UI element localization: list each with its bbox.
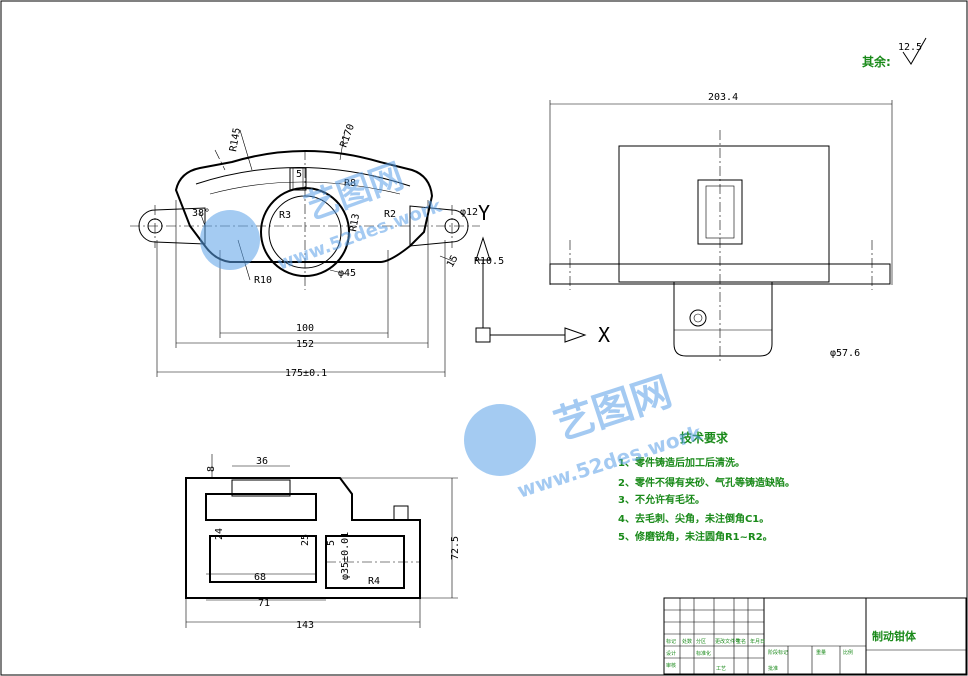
dim-5: 5 <box>296 169 302 180</box>
dim-100: 100 <box>296 323 314 334</box>
front-view: 100 152 175±0.1 φ45 38° R170 R145 R8 R3 … <box>130 123 504 379</box>
dim-r4: R4 <box>368 576 380 587</box>
dim-r13: R13 <box>348 213 362 233</box>
tb-cell-6: 工艺 <box>716 666 726 672</box>
tb-label-5: 年月日 <box>750 638 765 645</box>
dim-175: 175±0.1 <box>285 368 327 379</box>
tb-cell-4: 比例 <box>843 649 853 656</box>
dim-r170: R170 <box>338 123 357 149</box>
tb-label-1: 处数 <box>682 638 692 645</box>
dim-bore-45: φ45 <box>338 268 356 279</box>
dim-r10-5: R10.5 <box>474 256 504 267</box>
dim-8: 8 <box>206 466 217 472</box>
tb-label-0: 标记 <box>666 638 676 645</box>
caliper-inner-line <box>209 181 401 195</box>
top-cylinder <box>673 282 773 357</box>
tb-cell-3: 重量 <box>816 649 826 656</box>
coordinate-axes: X Y <box>475 201 610 347</box>
dim-68: 68 <box>254 572 266 583</box>
tech-item-1: 1、零件铸造后加工后清洗。 <box>618 456 745 469</box>
section-nipple <box>393 505 409 521</box>
bleed-nipple <box>289 167 307 191</box>
section-view: 36 8 24 5 25 68 71 143 72.5 φ35±0.01 R4 <box>185 454 461 631</box>
surface-finish-value: 12.5 <box>898 42 922 53</box>
dim-r145: R145 <box>228 127 243 153</box>
tech-item-3: 3、不允许有毛坯。 <box>618 493 705 506</box>
surface-finish-label: 其余: <box>862 54 891 69</box>
tb-label-4: 签名 <box>736 638 746 645</box>
dim-25: 25 <box>300 534 311 546</box>
dim-203: 203.4 <box>708 92 738 103</box>
title-block: 标记 处数 分区 更改文件号 签名 年月日 设计 标准化 阶段标记 重量 比例 … <box>663 597 967 675</box>
dim-24: 24 <box>214 528 225 540</box>
dim-r2: R2 <box>384 209 396 220</box>
section-outline <box>185 477 421 599</box>
tb-cell-7: 批准 <box>768 665 778 672</box>
axis-x-label: X <box>598 323 610 347</box>
tech-item-2: 2、零件不得有夹砂、气孔等铸造缺陷。 <box>618 476 795 489</box>
dim-143: 143 <box>296 620 314 631</box>
tb-cell-2: 阶段标记 <box>768 649 788 656</box>
surface-finish-note: 其余: 12.5 <box>862 37 927 69</box>
dim-36: 36 <box>256 456 268 467</box>
dim-5b: 5 <box>326 540 337 546</box>
part-name: 制动钳体 <box>872 629 917 643</box>
roughness-symbol <box>902 37 927 65</box>
dim-15: 15 <box>445 254 461 270</box>
tech-title: 技术要求 <box>680 430 729 445</box>
tb-label-3: 更改文件号 <box>715 638 740 645</box>
dim-hole-12: φ12 <box>460 207 478 218</box>
tb-cell-5: 审核 <box>666 662 676 669</box>
tech-item-4: 4、去毛刺、尖角，未注倒角C1。 <box>618 512 769 525</box>
dim-71: 71 <box>258 598 270 609</box>
axis-y-label: Y <box>478 201 490 225</box>
top-port <box>689 309 707 327</box>
dim-57: φ57.6 <box>830 348 860 359</box>
dim-angle-38: 38° <box>192 208 210 219</box>
dim-r8: R8 <box>344 178 356 189</box>
dim-72: 72.5 <box>450 536 461 560</box>
top-view: 203.4 φ57.6 <box>549 92 893 362</box>
tb-cell-0: 设计 <box>666 650 676 657</box>
tech-item-5: 5、修磨锐角，未注圆角R1~R2。 <box>618 530 773 543</box>
dim-bore-35: φ35±0.01 <box>340 532 351 580</box>
tb-cell-1: 标准化 <box>696 650 711 657</box>
tb-label-2: 分区 <box>696 638 706 645</box>
dim-r10: R10 <box>254 275 272 286</box>
tech-requirements: 技术要求 1、零件铸造后加工后清洗。 2、零件不得有夹砂、气孔等铸造缺陷。 3、… <box>618 430 795 543</box>
dim-r3: R3 <box>279 210 291 221</box>
dim-152: 152 <box>296 339 314 350</box>
top-body <box>618 145 830 283</box>
